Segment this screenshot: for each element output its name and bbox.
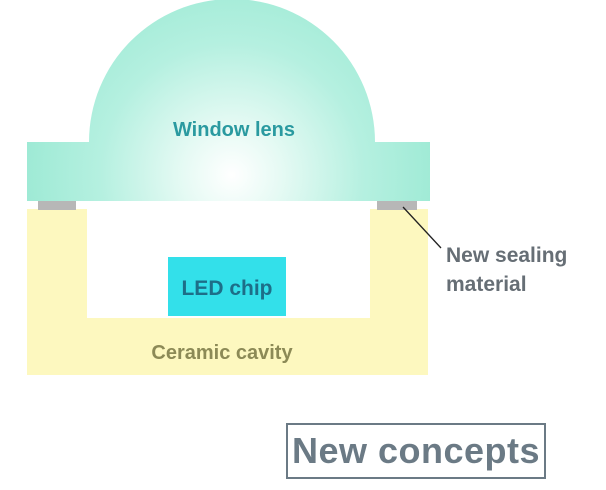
led-chip [168,257,286,316]
sealing-label-line1: New sealing [446,244,567,267]
sealing-pad-left [38,200,76,210]
led-chip-label: LED chip [181,277,272,300]
sealing-callout-line [402,206,442,249]
sealing-pad-right [377,200,417,210]
ceramic-cavity-label: Ceramic cavity [151,342,293,364]
new-concepts-badge: New concepts [286,423,546,479]
window-lens-label: Window lens [173,119,295,141]
ceramic-cavity [27,209,428,375]
new-concepts-text: New concepts [291,430,541,471]
sealing-label-line2: material [446,273,527,296]
window-lens [27,0,430,201]
